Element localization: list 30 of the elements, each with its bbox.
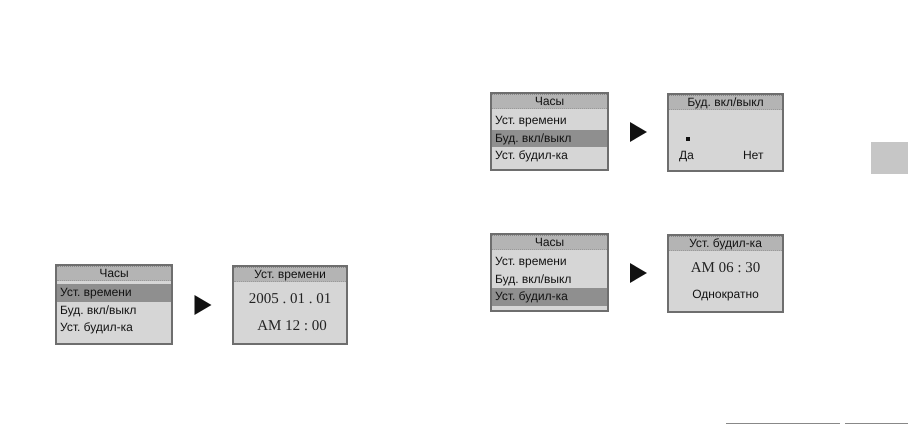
menu-item: Уст. будил-ка — [494, 147, 569, 164]
device-screen — [232, 265, 348, 345]
option-label: Нет — [743, 148, 764, 162]
time-value: AM 06 : 30 — [690, 259, 760, 277]
highlighted-menu-item: Уст. будил-ка — [492, 288, 607, 306]
screen-title: Часы — [492, 235, 607, 250]
arrow — [630, 122, 647, 142]
highlighted-menu-item: Уст. времени — [57, 284, 171, 302]
device-screen — [490, 233, 609, 312]
menu-item: Буд. вкл/выкл — [59, 302, 138, 318]
option-label: Да — [679, 148, 694, 162]
repeat-mode: Однократно — [692, 286, 759, 302]
arrow — [194, 295, 212, 315]
screen-title: Уст. времени — [234, 267, 346, 282]
highlighted-menu-item: Буд. вкл/выкл — [492, 130, 607, 147]
arrow — [630, 263, 647, 283]
menu-item: Буд. вкл/выкл — [494, 270, 572, 288]
screen-title: Уст. будил-ка — [669, 236, 782, 251]
screen-title: Часы — [492, 94, 607, 109]
menu-item: Уст. времени — [494, 253, 568, 270]
date-value: 2005 . 01 . 01 — [248, 290, 332, 308]
screen-title: Буд. вкл/выкл — [669, 95, 782, 110]
menu-item: Уст. будил-ка — [59, 319, 134, 336]
device-screen — [55, 264, 173, 345]
menu-item: Уст. времени — [494, 112, 568, 129]
device-screen — [667, 234, 784, 313]
device-screen — [667, 93, 784, 172]
device-screen — [490, 92, 609, 171]
screen-title: Часы — [57, 266, 171, 281]
time-value: AM 12 : 00 — [257, 317, 327, 335]
